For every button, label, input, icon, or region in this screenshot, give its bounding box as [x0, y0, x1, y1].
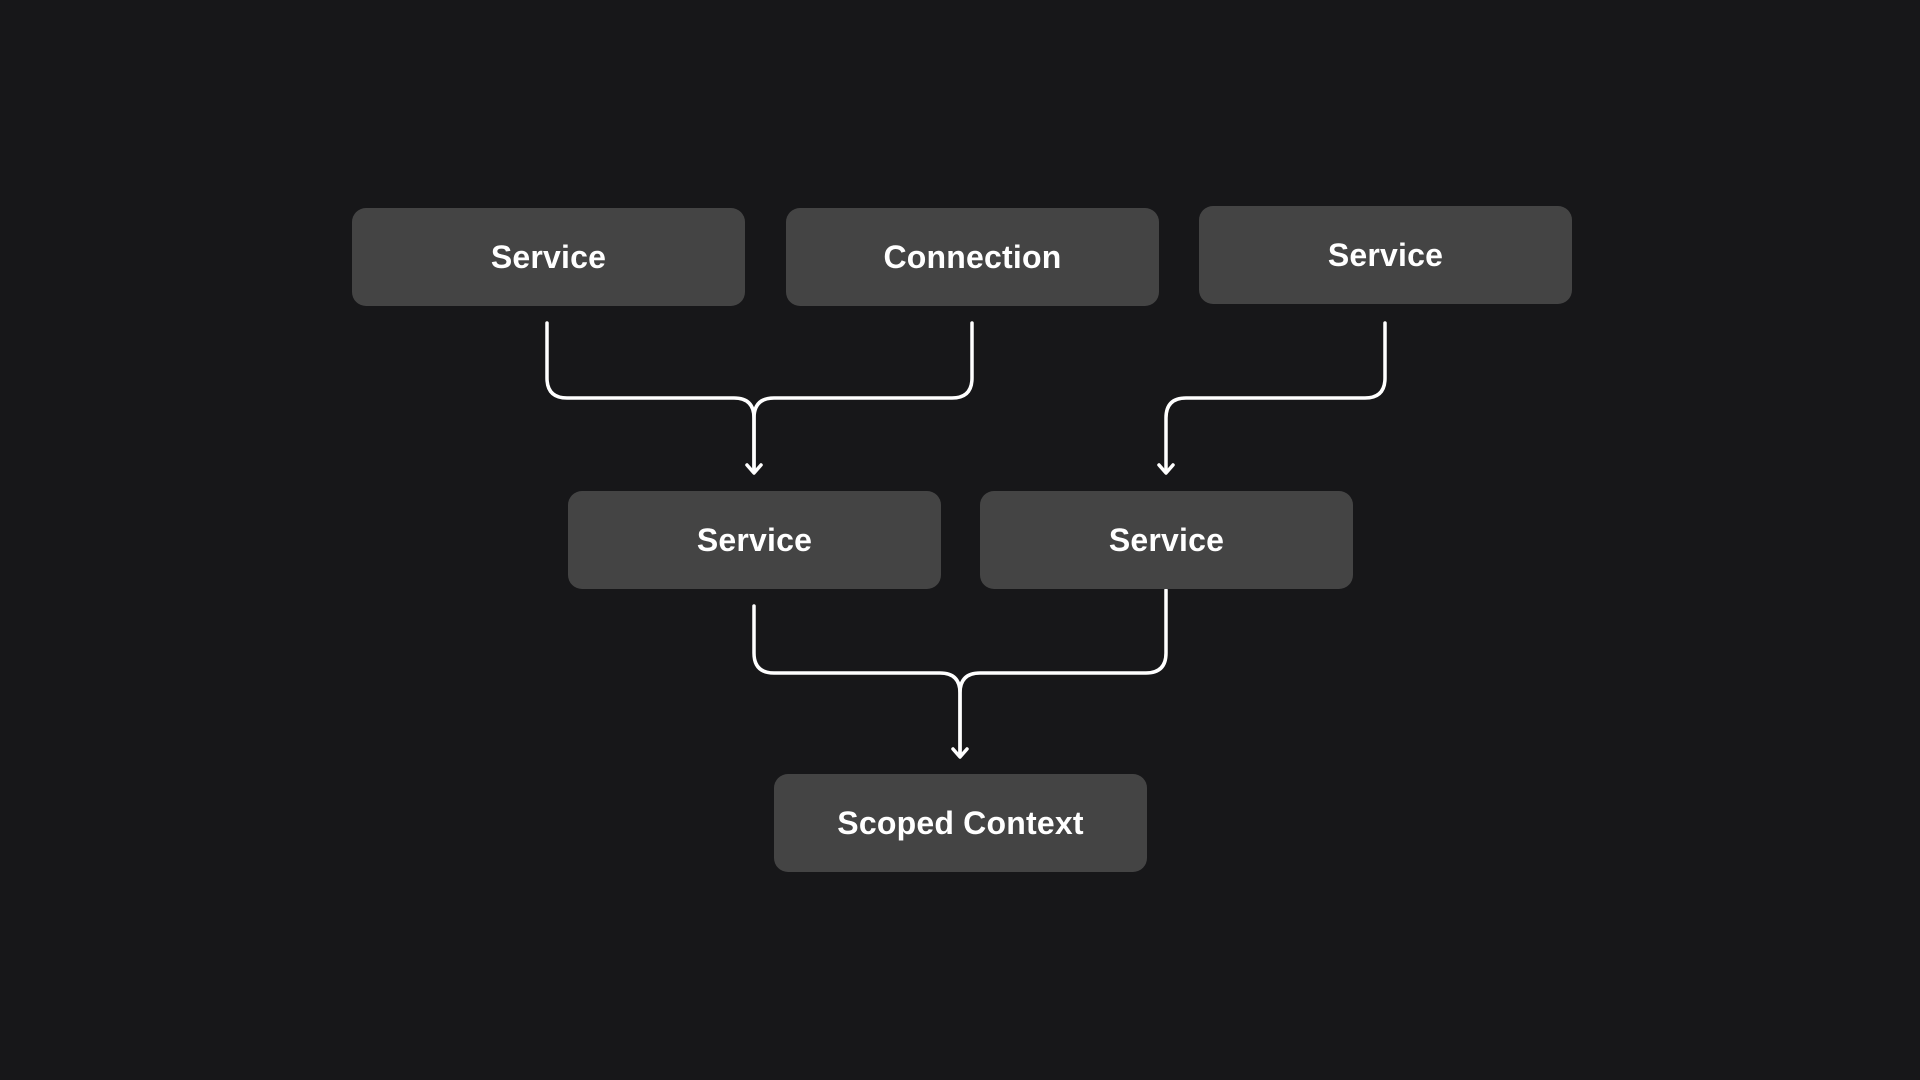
- edge-connection-to-service-3: [752, 321, 974, 474]
- node-connection[interactable]: Connection: [786, 208, 1159, 306]
- edge-service-3-to-scoped: [752, 604, 962, 758]
- edge-service-4-to-scoped: [958, 588, 1168, 758]
- node-scoped-context[interactable]: Scoped Context: [774, 774, 1147, 872]
- node-label: Service: [696, 521, 813, 558]
- arrowhead-service-3: [745, 463, 763, 475]
- node-service-top-right[interactable]: Service: [1199, 206, 1572, 304]
- node-label: Service: [1108, 521, 1225, 558]
- node-label: Service: [1327, 236, 1444, 273]
- arrowhead-service-4: [1157, 463, 1175, 475]
- node-label: Service: [490, 238, 607, 275]
- node-service-top-left[interactable]: Service: [352, 208, 745, 306]
- node-label: Scoped Context: [837, 804, 1084, 841]
- node-service-middle-left[interactable]: Service: [568, 491, 941, 589]
- node-label: Connection: [883, 238, 1062, 275]
- arrowhead-scoped-context: [951, 747, 969, 759]
- edge-service-1-to-service-3: [545, 321, 756, 474]
- node-service-middle-right[interactable]: Service: [980, 491, 1353, 589]
- edge-service-2-to-service-4: [1164, 321, 1387, 474]
